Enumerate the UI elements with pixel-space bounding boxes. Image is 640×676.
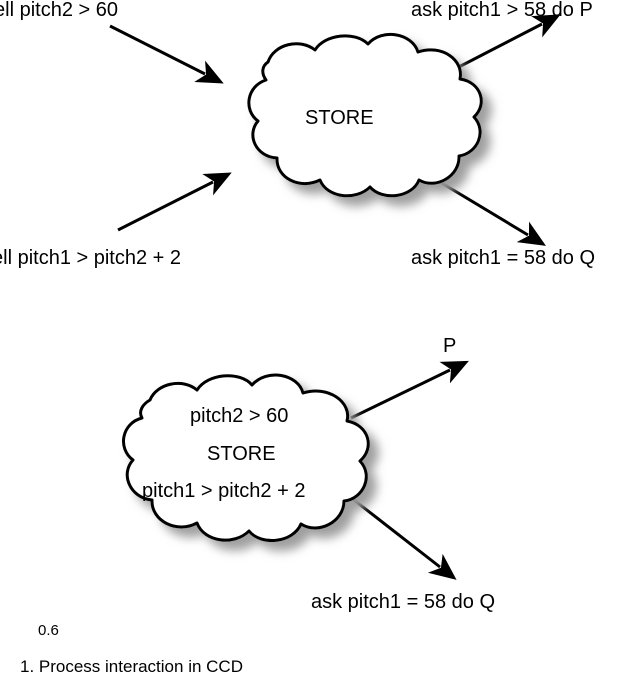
store-cloud-bottom xyxy=(122,373,370,543)
label-store-bottom: STORE xyxy=(207,443,276,465)
label-output-p: P xyxy=(443,335,457,357)
arrow-output-q xyxy=(344,491,457,580)
label-input-pitch2: ell pitch2 > 60 xyxy=(0,0,118,21)
arrow-output-bottom-right xyxy=(429,174,546,246)
arrow-output-p xyxy=(350,360,469,420)
label-cloud-line-3: pitch1 > pitch2 + 2 xyxy=(142,480,306,502)
label-store-top: STORE xyxy=(305,107,374,129)
label-output-ask-p: ask pitch1 > 58 do P xyxy=(411,0,593,21)
arrow-output-top-right xyxy=(452,14,561,72)
arrow-input-bottom-left xyxy=(117,172,232,232)
store-cloud-top xyxy=(247,32,483,198)
label-cloud-line-1: pitch2 > 60 xyxy=(190,405,289,427)
label-output-ask-q-top: ask pitch1 = 58 do Q xyxy=(411,247,596,269)
label-input-pitch1: ell pitch1 > pitch2 + 2 xyxy=(0,247,182,269)
arrow-input-top-left xyxy=(109,24,224,84)
label-output-ask-q-bottom: ask pitch1 = 58 do Q xyxy=(311,591,496,613)
figure-caption: 1. Process interaction in CCD xyxy=(20,657,243,676)
page-number: 0.6 xyxy=(38,622,59,639)
